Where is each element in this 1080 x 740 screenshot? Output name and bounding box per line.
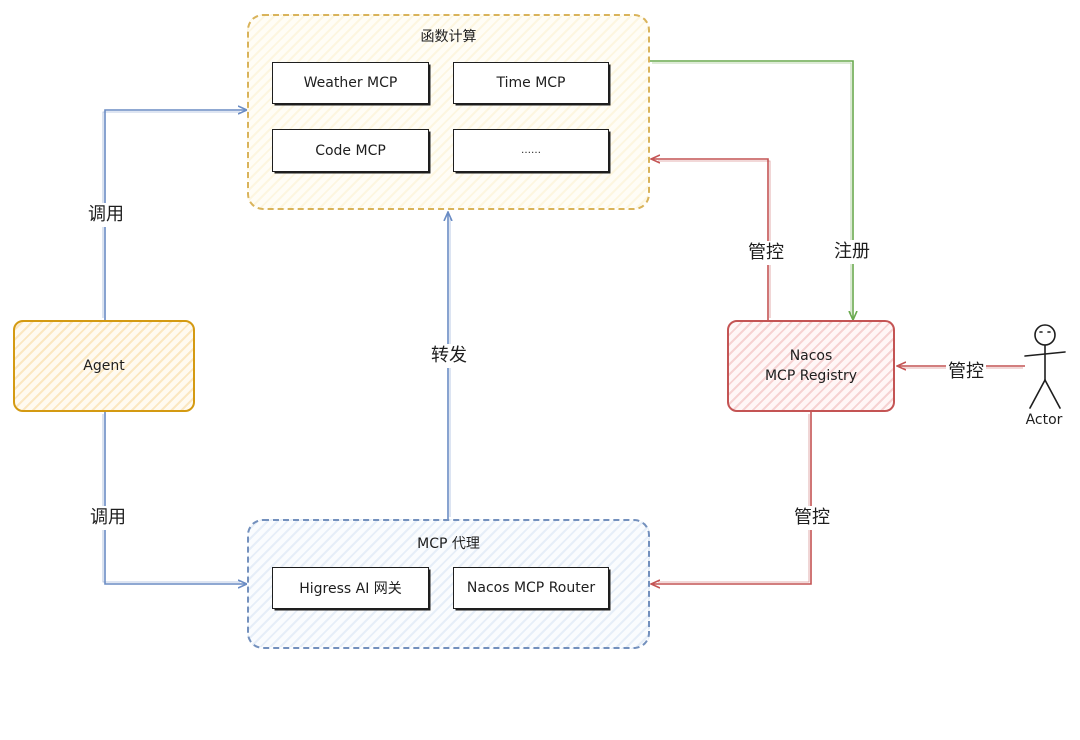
edge-label-invoke-function-compute: 调用 (86, 203, 126, 227)
nacos-label: Nacos (789, 348, 833, 364)
edge-label-invoke-mcp-proxy: 调用 (88, 506, 128, 530)
mcp-proxy-title: MCP 代理 (417, 536, 480, 552)
actor-figure-icon (1024, 324, 1066, 409)
edge-label-forward: 转发 (429, 344, 469, 368)
arrow-nacos-to-mcp-proxy (651, 412, 812, 584)
edge-label-control-function-compute: 管控 (746, 241, 786, 265)
nacos-registry-node: Nacos MCP Registry (727, 320, 895, 412)
more-services-box: …… (453, 129, 609, 172)
arrow-agent-to-mcp-proxy (104, 412, 247, 584)
edge-label-actor-control: 管控 (946, 360, 986, 384)
nacos-mcp-router-box: Nacos MCP Router (453, 567, 609, 609)
weather-mcp-box: Weather MCP (272, 62, 429, 104)
actor-label: Actor (1025, 412, 1063, 428)
higress-gateway-box: Higress AI 网关 (272, 567, 429, 609)
edge-label-register: 注册 (832, 240, 872, 264)
agent-node: Agent (13, 320, 195, 412)
time-mcp-box: Time MCP (453, 62, 609, 104)
function-compute-group: 函数计算 (247, 14, 650, 210)
mcp-registry-label: MCP Registry (764, 368, 858, 384)
code-mcp-box: Code MCP (272, 129, 429, 172)
arrow-agent-to-function-compute (104, 110, 247, 320)
agent-label: Agent (83, 358, 125, 374)
arrow-nacos-to-function-compute (651, 159, 769, 320)
arrow-function-compute-register (650, 60, 853, 320)
function-compute-title: 函数计算 (420, 29, 477, 45)
edge-label-control-mcp-proxy: 管控 (792, 506, 832, 530)
